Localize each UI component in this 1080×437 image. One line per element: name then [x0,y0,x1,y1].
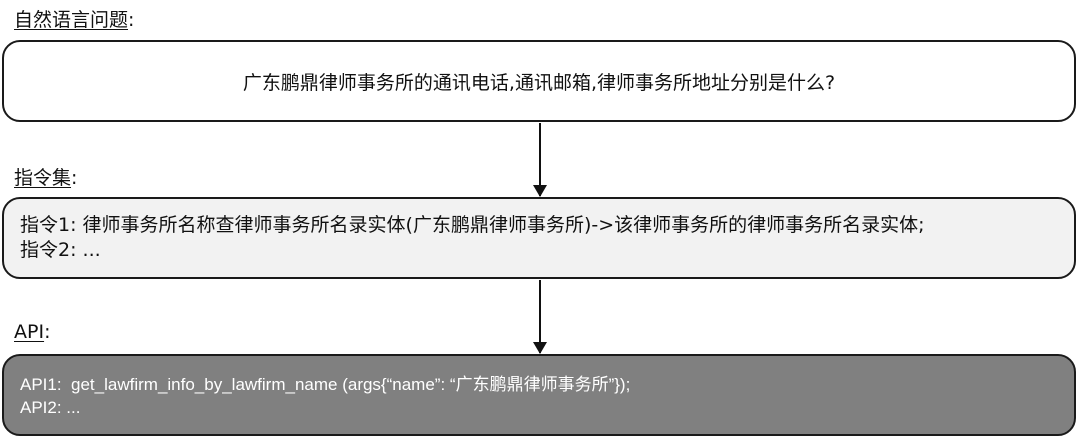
question-box: 广东鹏鼎律师事务所的通讯电话,通讯邮箱,律师事务所地址分别是什么? [2,40,1076,122]
instruction-line-1: 指令1: 律师事务所名称查律师事务所名录实体(广东鹏鼎律师事务所)->该律师事务… [20,214,925,236]
api-section-label: API: [14,321,51,343]
question-text: 广东鹏鼎律师事务所的通讯电话,通讯邮箱,律师事务所地址分别是什么? [242,71,836,94]
instruction-box: 指令1: 律师事务所名称查律师事务所名录实体(广东鹏鼎律师事务所)->该律师事务… [2,197,1076,279]
question-label-text: 自然语言问题 [14,9,129,31]
down-arrow-icon [533,123,546,197]
instruction-label-text: 指令集 [14,167,72,189]
api-line-2: API2: ... [20,398,81,417]
instruction-section-label: 指令集: [14,167,78,189]
question-section-label: 自然语言问题: [14,9,135,31]
instruction-line-2: 指令2: ... [20,239,101,261]
api-box: API1: get_lawfirm_info_by_lawfirm_name (… [2,354,1076,436]
api-label-text: API [14,321,45,343]
api-line-1: API1: get_lawfirm_info_by_lawfirm_name (… [20,375,631,394]
down-arrow-icon [533,280,546,354]
